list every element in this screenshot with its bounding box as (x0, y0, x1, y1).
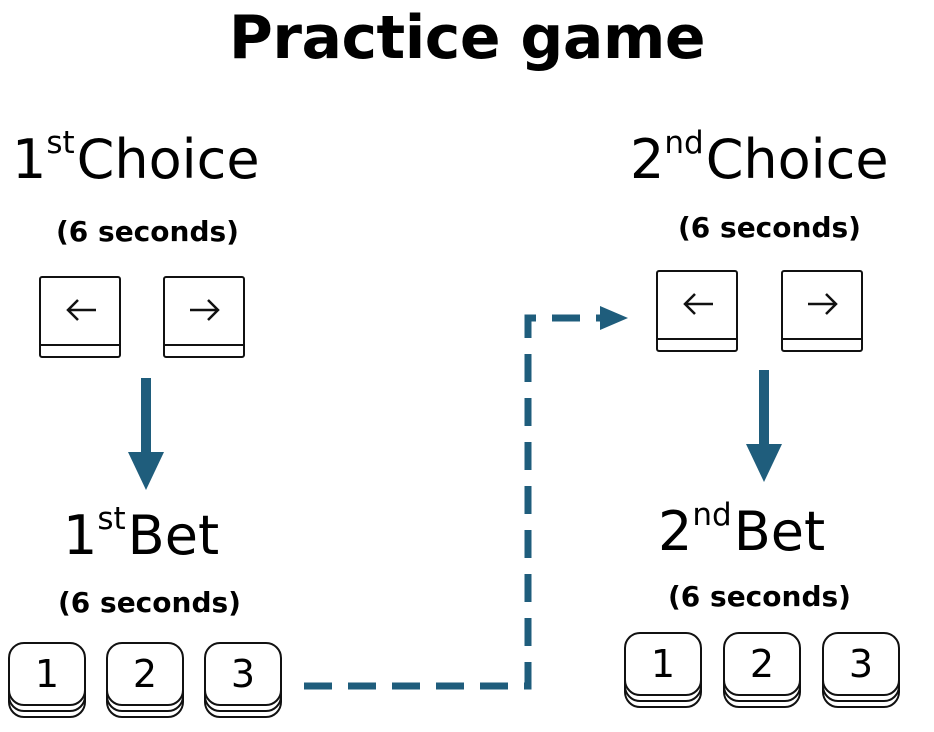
right-arrow-icon (190, 299, 220, 321)
second-bet-label: Bet (733, 500, 826, 563)
right-arrow-icon (808, 293, 838, 315)
second-choice-duration: (6 seconds) (678, 211, 861, 244)
second-bet-number: 2 (658, 500, 693, 563)
first-choice-heading: 1stChoice (12, 126, 260, 191)
left-arrow-icon (66, 299, 96, 321)
number-key-label: 3 (204, 642, 282, 706)
dashed-connector (304, 314, 602, 690)
number-key-label: 2 (723, 632, 801, 696)
first-choice-suffix: st (46, 125, 75, 161)
right-arrow-key-2 (781, 270, 863, 352)
second-choice-label: Choice (705, 128, 889, 191)
page-title: Practice game (228, 3, 706, 73)
first-choice-number: 1 (12, 128, 47, 191)
number-key-label: 3 (822, 632, 900, 696)
first-bet-label: Bet (127, 504, 220, 567)
number-key-1: 1 (8, 642, 86, 718)
second-choice-number: 2 (630, 128, 665, 191)
number-key-label: 2 (106, 642, 184, 706)
number-key-label: 1 (624, 632, 702, 696)
left-arrow-key-2 (656, 270, 738, 352)
number-key-3: 3 (204, 642, 282, 718)
solid-arrow-left-head (128, 452, 164, 490)
second-bet-suffix: nd (692, 497, 732, 533)
first-bet-suffix: st (97, 501, 126, 537)
solid-arrow-right-head (746, 444, 782, 482)
number-key-2: 2 (723, 632, 801, 708)
first-bet-number: 1 (63, 504, 98, 567)
left-arrow-icon (683, 293, 713, 315)
first-bet-heading: 1stBet (63, 502, 220, 567)
second-bet-heading: 2ndBet (658, 498, 826, 563)
second-choice-suffix: nd (664, 125, 704, 161)
first-bet-duration: (6 seconds) (58, 586, 241, 619)
number-key-label: 1 (8, 642, 86, 706)
number-key-1: 1 (624, 632, 702, 708)
first-choice-label: Choice (76, 128, 260, 191)
left-arrow-key-1 (39, 276, 121, 358)
dashed-connector-head (600, 306, 628, 330)
right-arrow-key-1 (163, 276, 245, 358)
second-bet-duration: (6 seconds) (668, 580, 851, 613)
second-choice-heading: 2ndChoice (630, 126, 889, 191)
number-key-2: 2 (106, 642, 184, 718)
first-choice-duration: (6 seconds) (56, 215, 239, 248)
number-key-3: 3 (822, 632, 900, 708)
